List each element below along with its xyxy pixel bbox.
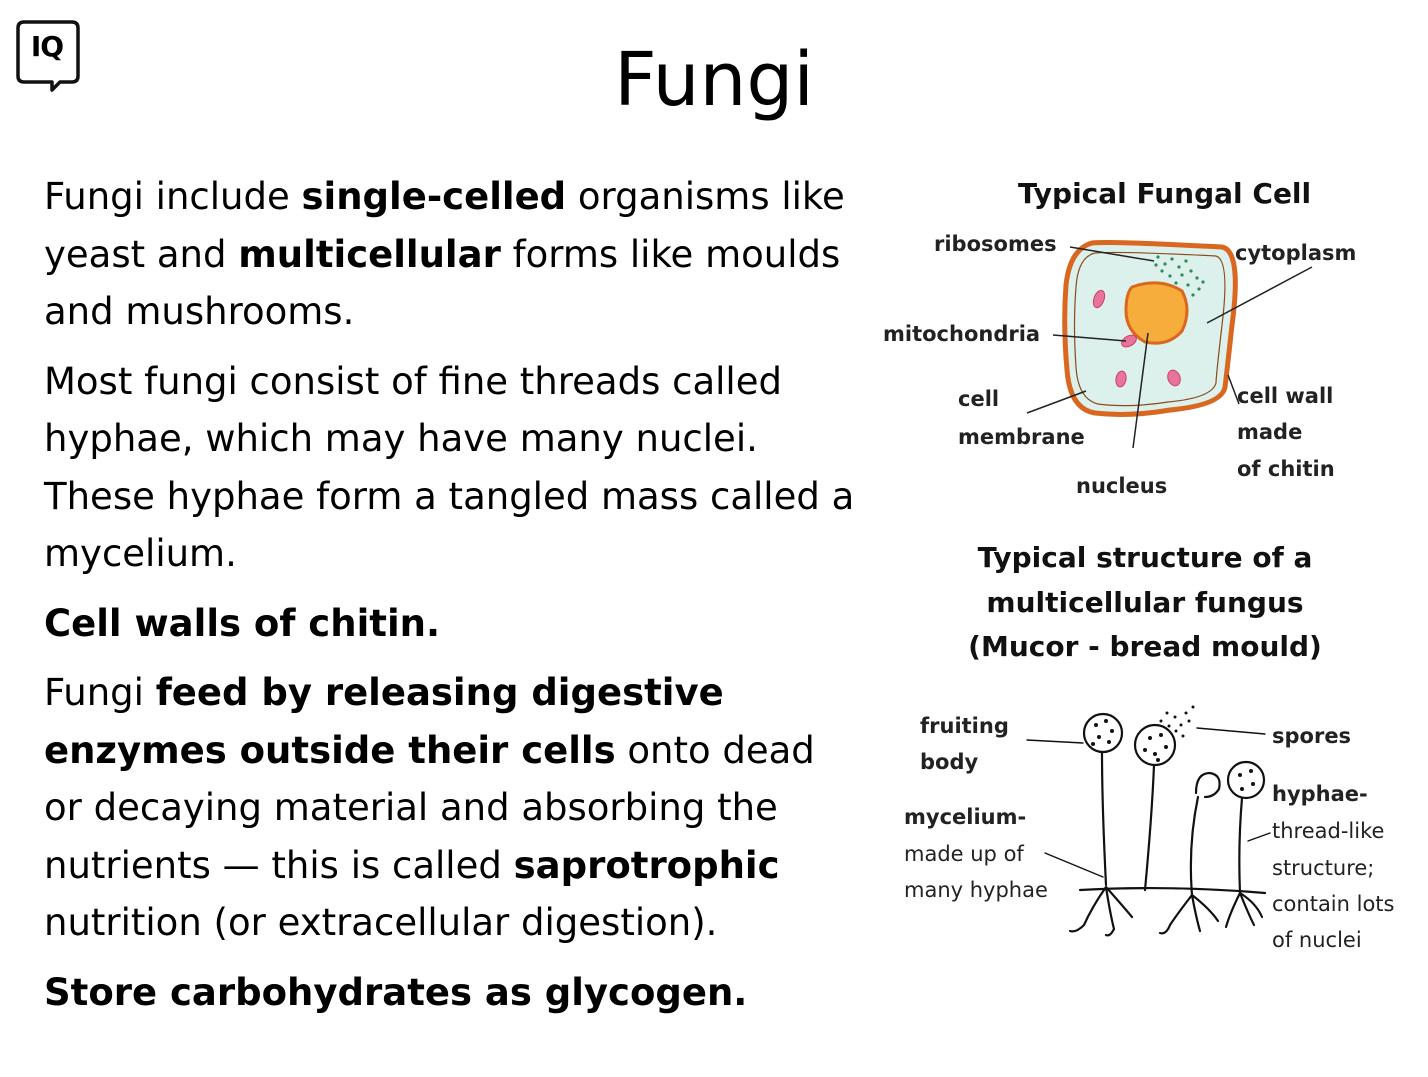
mucor-fungus (1026, 705, 1271, 937)
mucor-title-line: Typical structure of a (977, 541, 1313, 574)
label-mycelium-2: made up of (904, 842, 1024, 866)
text-column: Fungi include single-celled organisms li… (44, 168, 864, 1033)
text-run: nutrition (or extracellular digestion). (44, 901, 718, 944)
cell-diagram-title: Typical Fungal Cell (1018, 177, 1312, 210)
text-run: organisms like yeast and (44, 175, 845, 276)
sporangiophore (1189, 795, 1200, 897)
paragraph-organisms: Fungi include single-celled organisms li… (44, 168, 864, 341)
mitochondria (1092, 289, 1181, 388)
mucor-title-line: multicellular fungus (986, 585, 1304, 619)
page-title: Fungi (614, 37, 814, 123)
paragraph-cell-walls: Cell walls of chitin. (44, 595, 864, 653)
label-mitochondria: mitochondria (883, 322, 1041, 346)
label-cell-membrane-2: membrane (958, 425, 1085, 449)
label-hyphae-4: contain lots (1272, 892, 1395, 916)
ribosomes (1154, 255, 1205, 297)
mucor-diagram-title: Typical structure of a multicellular fun… (950, 536, 1340, 670)
text-run: Fungi (44, 671, 156, 714)
spore-dots (1091, 705, 1255, 791)
bold-run: Cell walls of chitin. (44, 601, 441, 645)
cell-membrane (1073, 251, 1226, 407)
paragraph-storage: Store carbohydrates as glycogen. (44, 964, 864, 1022)
speech-bubble-icon (16, 20, 80, 92)
nucleus (1124, 281, 1189, 345)
bold-run: feed by releasing digestive enzymes outs… (44, 671, 724, 772)
label-fruiting-body-1: fruiting (920, 714, 1009, 738)
fungal-cell (1026, 240, 1313, 449)
label-hyphae-5: of nuclei (1272, 928, 1362, 952)
label-ribosomes: ribosomes (934, 232, 1057, 256)
rhizoids (1068, 885, 1134, 937)
text-run: Fungi include (44, 175, 302, 218)
fungi-diagrams: Typical Fungal Cell ribosomes cytoplasm … (870, 165, 1420, 965)
paragraph-hyphae: Most fungi consist of fine threads calle… (44, 359, 855, 576)
diagram-drawing (1026, 240, 1313, 937)
label-cell-wall-3: of chitin (1237, 457, 1335, 481)
bold-run: Store carbohydrates as glycogen. (44, 970, 748, 1014)
bold-run: saprotrophic (513, 843, 780, 887)
label-nucleus: nucleus (1076, 474, 1168, 498)
label-hyphae-1: hyphae- (1272, 782, 1368, 806)
text-run: onto dead or decaying material and absor… (44, 728, 815, 887)
young-sporangium (1194, 771, 1221, 799)
label-spores: spores (1272, 724, 1352, 748)
logo-text: IQ (30, 30, 64, 63)
sporangium (1226, 760, 1266, 800)
rhizoids (1158, 893, 1220, 935)
sporangium (1133, 723, 1177, 767)
stolon (1078, 886, 1267, 895)
paragraph-nutrition: Fungi feed by releasing digestive enzyme… (44, 664, 864, 952)
label-hyphae-2: thread-like (1272, 819, 1385, 843)
sporangiophore (1143, 763, 1156, 892)
sporangium (1082, 712, 1124, 754)
sporangiophore (1238, 796, 1244, 895)
text-run: forms like moulds and mushrooms. (44, 232, 841, 334)
iq-logo: IQ (16, 20, 82, 92)
bold-run: multicellular (238, 232, 501, 276)
bold-run: single-celled (301, 175, 567, 218)
label-hyphae-3: structure; (1272, 856, 1375, 880)
label-mycelium-3: many hyphae (904, 878, 1048, 902)
sporangiophore (1100, 750, 1108, 887)
mucor-title-line: (Mucor - bread mould) (968, 630, 1322, 663)
rhizoids (1224, 891, 1264, 929)
mucor-pointer-lines (1026, 727, 1271, 878)
label-cell-wall-1: cell wall (1237, 384, 1334, 408)
label-cell-membrane-1: cell (958, 387, 1000, 411)
label-mycelium-1: mycelium- (904, 805, 1027, 829)
cell-pointer-lines (1026, 246, 1313, 449)
label-cell-wall-2: made (1237, 420, 1303, 444)
label-fruiting-body-2: body (920, 750, 979, 774)
label-cytoplasm: cytoplasm (1235, 241, 1357, 265)
